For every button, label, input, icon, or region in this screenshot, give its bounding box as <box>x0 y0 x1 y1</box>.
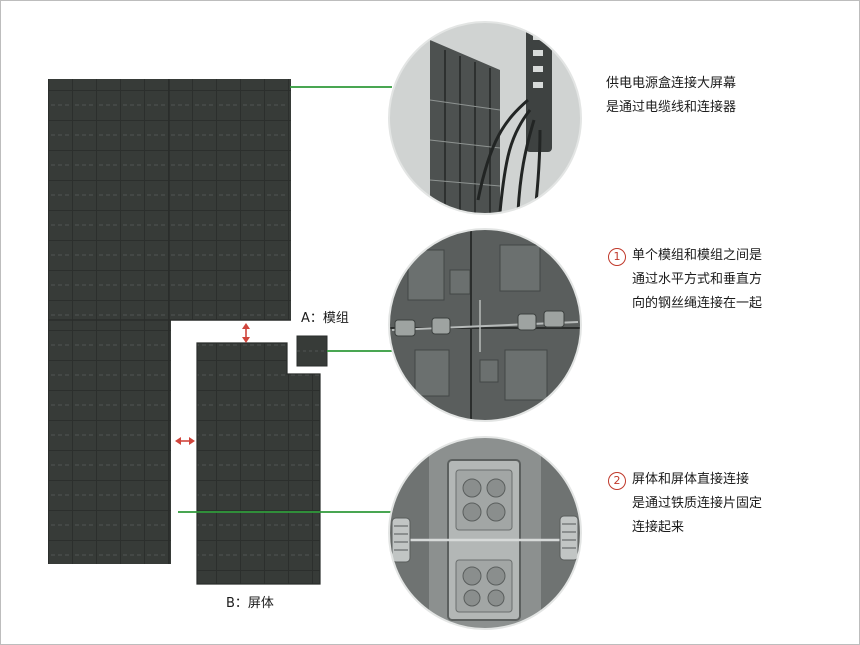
led-wall <box>48 79 291 564</box>
cabinet-b-label: B：屏体 <box>226 596 274 611</box>
number-badge-2: 2 <box>608 472 626 490</box>
callout-power-connection: 供电电源盒连接大屏幕 是通过电缆线和连接器 <box>606 76 737 115</box>
photo-power-box <box>388 21 582 215</box>
callout-module-connection: 单个模组和模组之间是 通过水平方式和垂直方 向的钢丝绳连接在一起 <box>632 248 763 311</box>
cabinet-b <box>196 342 321 585</box>
photo-module-connection <box>388 228 582 422</box>
callout-cabinet-connection: 屏体和屏体直接连接 是通过铁质连接片固定 连接起来 <box>632 472 763 535</box>
module-a-label: A：模组 <box>301 311 349 326</box>
connector-lines <box>178 86 392 513</box>
led-wall-lower <box>48 320 171 564</box>
gap-arrows <box>175 323 250 445</box>
number-badge-1: 1 <box>608 248 626 266</box>
photo-cabinet-connection <box>388 436 582 630</box>
